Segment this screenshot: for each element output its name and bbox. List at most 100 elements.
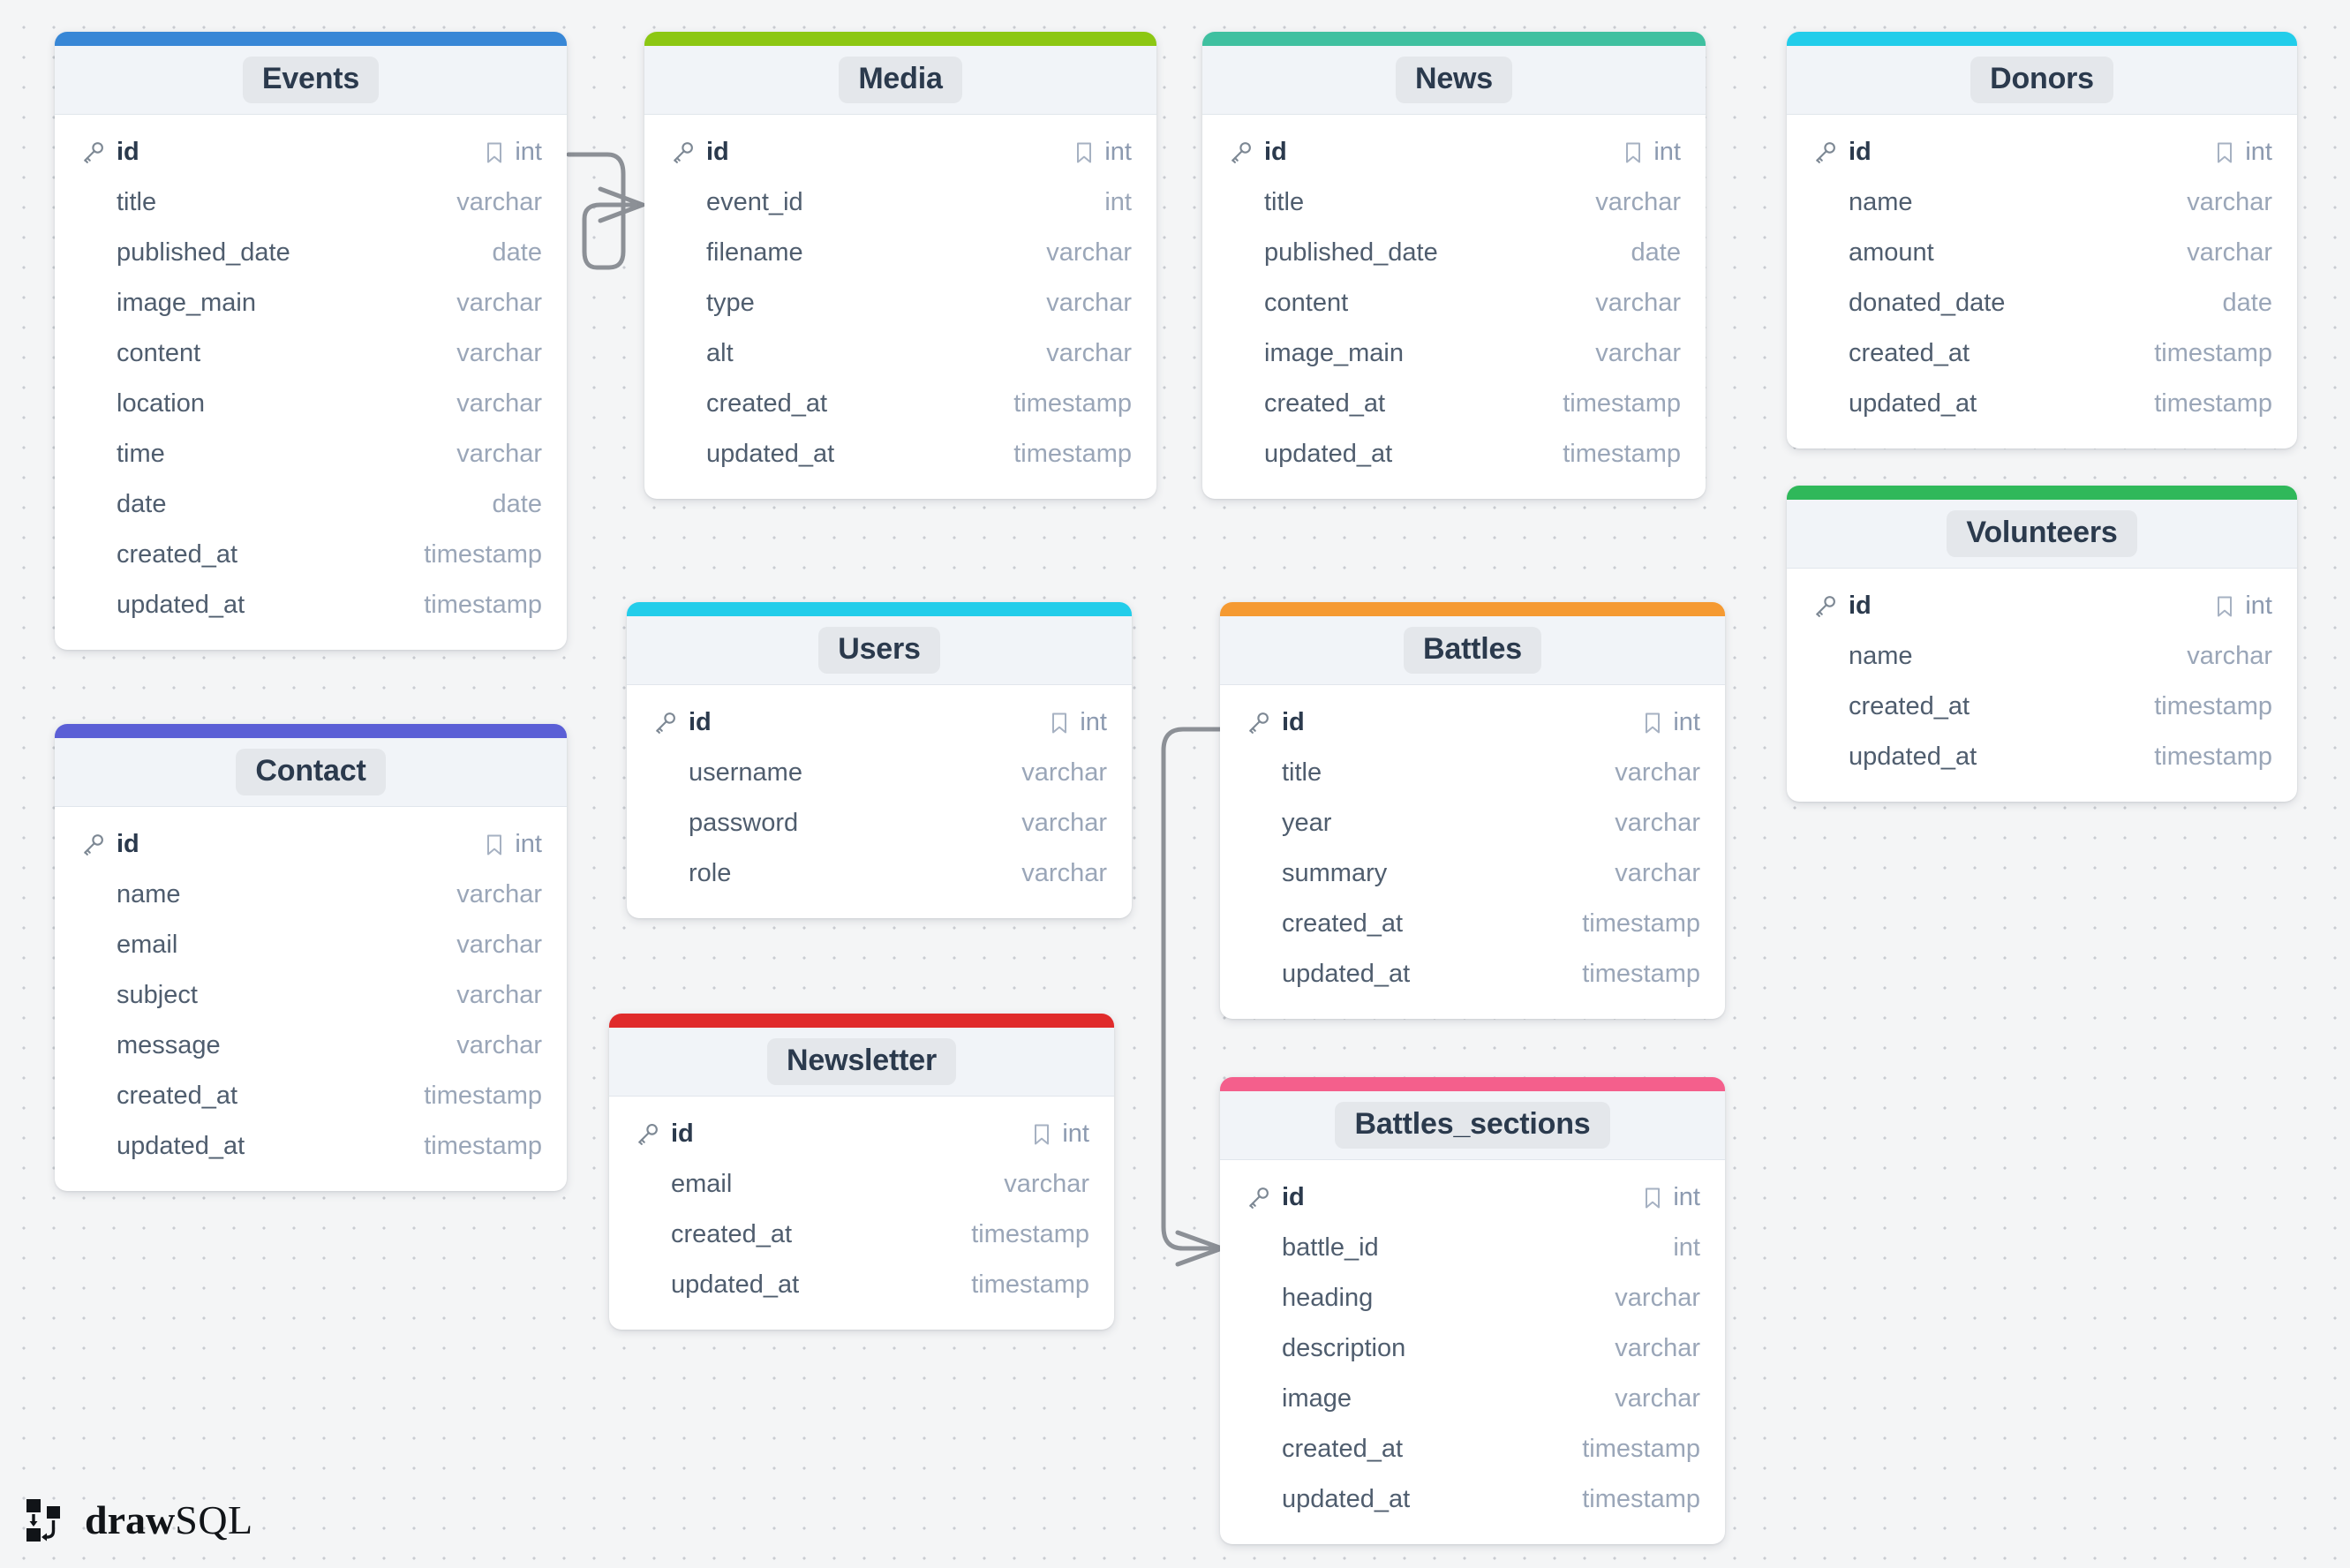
column-type: varchar (1615, 758, 1700, 787)
table-header[interactable]: Battles (1220, 616, 1725, 685)
table-accent-bar (55, 724, 567, 738)
column-name: created_at (1264, 389, 1386, 418)
column-type: timestamp (424, 540, 542, 569)
bookmark-icon (1031, 1122, 1052, 1147)
column-type: timestamp (1013, 389, 1132, 418)
column-type: timestamp (2154, 339, 2272, 367)
table-header[interactable]: Battles_sections (1220, 1091, 1725, 1160)
table-header[interactable]: Users (627, 616, 1132, 685)
column-type: timestamp (424, 591, 542, 619)
table-title: Media (839, 57, 962, 103)
table-header[interactable]: Events (55, 46, 567, 115)
column-type: int (1653, 138, 1681, 166)
column-name: updated_at (671, 1270, 800, 1299)
column-type: timestamp (2154, 389, 2272, 418)
column-type: varchar (456, 931, 542, 959)
table-header[interactable]: Media (644, 46, 1156, 115)
table-header[interactable]: Donors (1787, 46, 2297, 115)
table-header[interactable]: Contact (55, 738, 567, 807)
table-header[interactable]: News (1202, 46, 1706, 115)
key-icon (79, 832, 106, 858)
column-type: timestamp (971, 1220, 1089, 1248)
table-header[interactable]: Volunteers (1787, 500, 2297, 569)
key-icon (652, 710, 678, 736)
table-header[interactable]: Newsletter (609, 1028, 1114, 1097)
column-name: alt (706, 339, 734, 367)
